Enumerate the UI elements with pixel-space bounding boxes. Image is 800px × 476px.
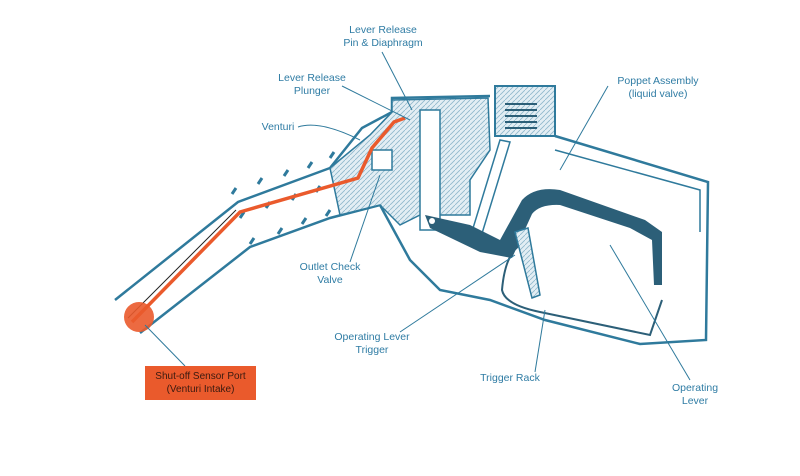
leader-lines [144, 51, 691, 381]
valve-body [329, 97, 491, 226]
label-shutoff-sensor-port: Shut-off Sensor Port(Venturi Intake) [145, 366, 256, 400]
trigger-guard [500, 244, 663, 337]
diaphragm-stem [419, 109, 441, 231]
label-venturi: Venturi [261, 121, 295, 133]
label-trigger-rack: Trigger Rack [480, 372, 540, 384]
trigger [514, 227, 541, 299]
venturi-sensor-tube [130, 116, 406, 324]
sensor-port-marker [124, 302, 154, 332]
poppet-spring [505, 103, 537, 129]
handle-outline [378, 134, 710, 346]
outlet-check-valve-part [371, 149, 393, 171]
operating-lever [425, 189, 662, 285]
label-poppet-assembly: Poppet Assembly(liquid valve) [617, 75, 699, 100]
grip-inner-edge [554, 149, 701, 232]
